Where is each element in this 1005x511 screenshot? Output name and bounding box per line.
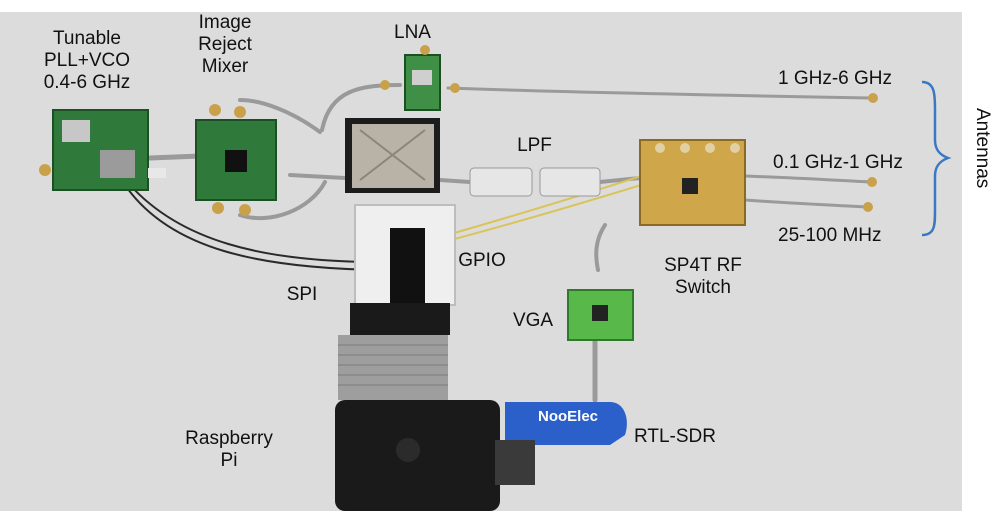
- rf-cables: [124, 83, 872, 403]
- label-mixer: Image Reject Mixer: [185, 12, 265, 78]
- label-band-low: 25-100 MHz: [778, 225, 882, 246]
- ribbon-cable: [338, 335, 448, 400]
- antenna-port-low: [863, 202, 873, 212]
- label-pll-line2: PLL+VCO: [43, 50, 131, 71]
- label-mixer-line3: Mixer: [201, 56, 249, 77]
- gpio-header: [390, 228, 425, 303]
- antenna-port-mid: [867, 177, 877, 187]
- label-pll-vco: Tunable PLL+VCO 0.4-6 GHz: [32, 28, 142, 94]
- label-spi: SPI: [286, 284, 318, 305]
- label-pll-line1: Tunable: [53, 28, 121, 49]
- rtl-sdr-dongle: [505, 402, 627, 445]
- label-band-high: 1 GHz-6 GHz: [778, 68, 893, 89]
- antenna-port-high: [868, 93, 878, 103]
- label-band-mid: 0.1 GHz-1 GHz: [773, 152, 903, 173]
- label-gpio: GPIO: [458, 250, 506, 271]
- antennas-brace: [921, 80, 952, 237]
- label-lna: LNA: [394, 22, 431, 43]
- label-pi-line2: Pi: [220, 450, 238, 471]
- lpf-filter-1: [469, 167, 533, 197]
- label-raspberry-pi: Raspberry Pi: [184, 428, 274, 472]
- label-mixer-line2: Reject: [198, 34, 252, 55]
- lpf-filter-2: [539, 167, 601, 197]
- nooelec-brand-text: NooElec: [538, 408, 599, 425]
- label-rtl-sdr: RTL-SDR: [634, 426, 716, 447]
- label-switch-line1: SP4T RF: [664, 255, 742, 276]
- label-antennas: Antennas: [972, 108, 993, 189]
- label-lpf: LPF: [517, 135, 552, 156]
- label-pll-line3: 0.4-6 GHz: [43, 72, 131, 93]
- label-mixer-line1: Image: [198, 12, 252, 33]
- lna-board: [404, 54, 441, 111]
- label-switch-line2: Switch: [675, 277, 731, 298]
- label-switch: SP4T RF Switch: [658, 255, 748, 299]
- label-vga: VGA: [512, 310, 554, 331]
- label-pi-line1: Raspberry: [185, 428, 273, 449]
